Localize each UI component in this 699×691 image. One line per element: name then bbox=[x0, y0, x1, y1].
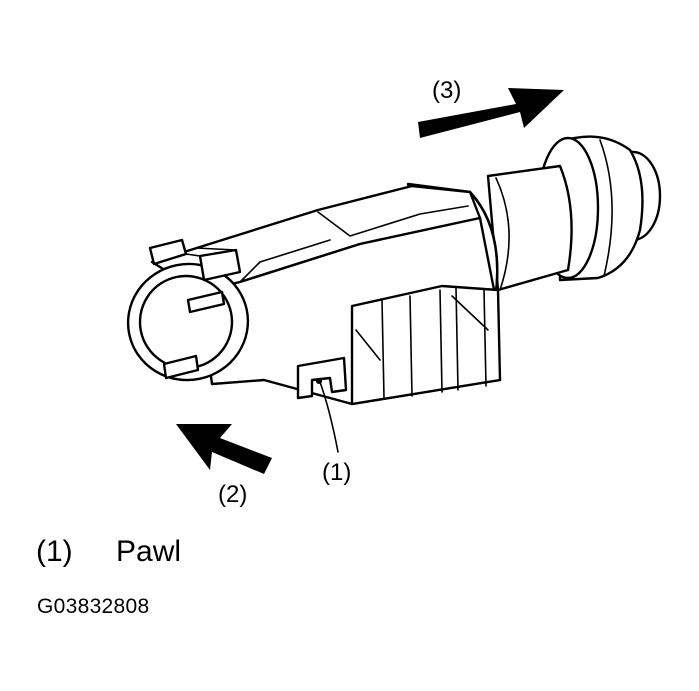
pawl-leader-line bbox=[319, 381, 339, 453]
legend-item: (1) Pawl bbox=[36, 532, 181, 572]
pull-arrow-icon bbox=[418, 88, 564, 138]
connector-front-opening bbox=[126, 262, 250, 382]
connector-housing bbox=[150, 184, 502, 406]
callout-pawl: (1) bbox=[322, 459, 351, 486]
legend-item-label: Pawl bbox=[116, 535, 182, 568]
callout-push-direction: (2) bbox=[218, 481, 247, 508]
figure-id: G03832808 bbox=[37, 595, 150, 618]
callout-pull-direction: (3) bbox=[432, 77, 461, 104]
legend: (1) Pawl bbox=[36, 532, 181, 572]
legend-item-number: (1) bbox=[36, 535, 73, 568]
connector-rear-tube bbox=[486, 164, 573, 292]
connector-top-latch bbox=[148, 238, 242, 282]
push-arrow-icon bbox=[176, 424, 272, 474]
